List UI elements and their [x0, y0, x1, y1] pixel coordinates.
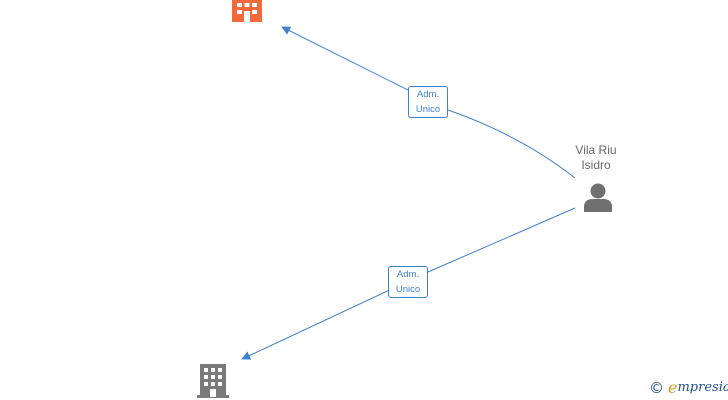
edge-label-bottom[interactable]: Adm. Unico — [388, 266, 428, 298]
edge-label-line1: Adm. — [396, 269, 420, 280]
edge-label-line2: Unico — [395, 284, 421, 295]
brand-logo: © e mpresia — [649, 378, 728, 397]
edge-label-line2: Unico — [415, 104, 441, 115]
copyright-icon: © — [649, 378, 664, 397]
brand-name: mpresia — [677, 380, 728, 395]
building-icon[interactable] — [232, 0, 262, 22]
edge-person-to-company-top — [281, 26, 576, 179]
edge-label-top[interactable]: Adm. Unico — [408, 86, 448, 118]
person-name-label[interactable]: Vila Riu Isidro — [560, 143, 632, 173]
person-icon[interactable] — [584, 183, 612, 213]
edge-person-to-company-bottom — [241, 207, 576, 360]
person-name-line2: Isidro — [581, 158, 611, 172]
brand-initial: e — [668, 378, 678, 397]
edge-label-line1: Adm. — [416, 89, 440, 100]
building-icon[interactable] — [197, 364, 229, 398]
person-name-line1: Vila Riu — [575, 143, 617, 157]
